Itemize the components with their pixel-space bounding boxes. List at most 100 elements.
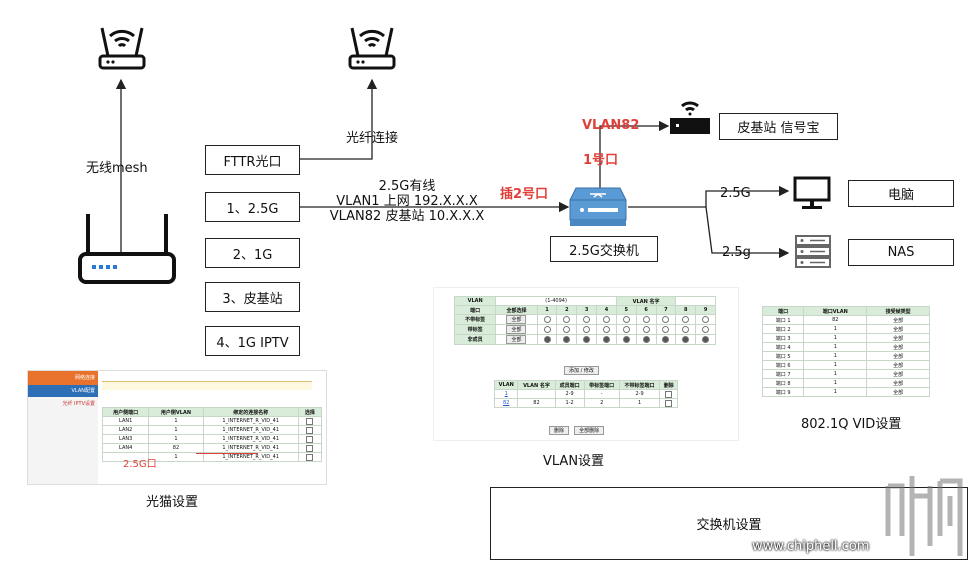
delete-checkbox[interactable] xyxy=(665,399,673,407)
cell: 1 xyxy=(148,434,204,444)
cell: 端口 9 xyxy=(762,387,805,397)
cell: 1 xyxy=(148,416,204,426)
port-number: 9 xyxy=(695,305,716,315)
vlan-link[interactable]: 82 xyxy=(493,398,519,408)
plug-port-label: 插2号口 xyxy=(500,187,549,202)
cell: 端口 4 xyxy=(762,342,805,352)
cell: 1-2 xyxy=(554,398,585,408)
onu-col-header: 用户侧端口 xyxy=(101,407,150,417)
radio[interactable] xyxy=(602,326,610,333)
port-number: 3 xyxy=(576,305,598,315)
select-checkbox[interactable] xyxy=(306,453,314,461)
radio[interactable] xyxy=(543,326,551,333)
row-label: 非成员 xyxy=(453,334,497,345)
select-all-button[interactable]: 全部 xyxy=(506,325,527,334)
radio[interactable] xyxy=(642,336,650,343)
onu-sidebar: 网络连接 VLAN配置 光纤 IPTV设置 xyxy=(28,371,98,484)
list-header: 删除 xyxy=(659,380,678,390)
cell: 端口 7 xyxy=(762,369,805,379)
radio[interactable] xyxy=(642,316,650,323)
radio[interactable] xyxy=(622,326,630,333)
delete-all-button[interactable]: 全部删除 xyxy=(574,426,605,435)
radio[interactable] xyxy=(563,326,571,333)
radio[interactable] xyxy=(602,336,610,343)
cell: LAN4 xyxy=(101,443,150,453)
port-box-2: 2、1G xyxy=(205,238,300,268)
cell: 1 xyxy=(148,425,204,435)
vid-header: 接受帧类型 xyxy=(866,306,930,316)
cell: 端口 8 xyxy=(762,378,805,388)
onu-sidebar-item: VLAN配置 xyxy=(28,385,98,397)
select-all-button[interactable]: 全部 xyxy=(506,315,527,324)
delete-button[interactable]: 删除 xyxy=(549,426,570,435)
vlan-settings-caption: VLAN设置 xyxy=(543,454,605,469)
cell: 1 xyxy=(803,369,868,379)
radio[interactable] xyxy=(702,326,710,333)
radio[interactable] xyxy=(682,336,690,343)
radio[interactable] xyxy=(682,326,690,333)
nas-link xyxy=(705,206,790,259)
onu-col-header: 选择 xyxy=(297,407,323,417)
cell: 1_INTERNET_R_VID_41 xyxy=(202,416,299,426)
radio[interactable] xyxy=(622,336,630,343)
cell: LAN3 xyxy=(101,434,150,444)
wireless-ap-icon xyxy=(348,27,396,70)
vlan-name-label: VLAN 名字 xyxy=(615,296,677,306)
computer-icon xyxy=(793,176,831,209)
radio[interactable] xyxy=(662,326,670,333)
port-number: 6 xyxy=(635,305,657,315)
radio[interactable] xyxy=(642,326,650,333)
select-all-button[interactable]: 全部 xyxy=(506,335,527,344)
radio[interactable] xyxy=(702,316,710,323)
radio[interactable] xyxy=(583,326,591,333)
port-number: 8 xyxy=(675,305,697,315)
femtocell-icon xyxy=(670,101,710,134)
radio[interactable] xyxy=(543,336,551,343)
onu-annotation: 2.5G口 xyxy=(123,459,157,470)
radio[interactable] xyxy=(543,316,551,323)
row-label: 带标签 xyxy=(453,324,497,335)
cell: 全部 xyxy=(866,324,930,334)
radio[interactable] xyxy=(662,316,670,323)
cell: 端口 5 xyxy=(762,351,805,361)
cell: 1_INTERNET_R_VID_41 xyxy=(202,434,299,444)
radio[interactable] xyxy=(602,316,610,323)
onu-col-header: 用户侧VLAN xyxy=(148,407,204,417)
select-checkbox[interactable] xyxy=(306,435,314,443)
cell: 端口 1 xyxy=(762,315,805,325)
list-header: 不带标签端口 xyxy=(618,380,661,390)
cell: 1 xyxy=(803,378,868,388)
radio[interactable] xyxy=(622,316,630,323)
cell: 1 xyxy=(803,333,868,343)
cell: 全部 xyxy=(866,333,930,343)
wireless-ap-icon xyxy=(98,27,146,70)
radio[interactable] xyxy=(662,336,670,343)
port-number: 7 xyxy=(655,305,677,315)
select-checkbox[interactable] xyxy=(306,426,314,434)
femtocell-link xyxy=(599,120,670,188)
radio[interactable] xyxy=(583,336,591,343)
nas-box: NAS xyxy=(848,239,954,266)
radio[interactable] xyxy=(563,316,571,323)
radio[interactable] xyxy=(682,316,690,323)
cell: LAN1 xyxy=(101,416,150,426)
logo-glyph-icon xyxy=(885,476,963,556)
all-select-label: 全部选择 xyxy=(495,305,538,315)
vlan82-label: VLAN82 xyxy=(582,118,640,133)
delete-checkbox[interactable] xyxy=(665,390,673,398)
add-modify-button[interactable]: 添加 / 修改 xyxy=(564,366,599,375)
onu-settings-caption: 光猫设置 xyxy=(146,495,199,510)
radio[interactable] xyxy=(583,316,591,323)
radio[interactable] xyxy=(702,336,710,343)
radio[interactable] xyxy=(563,336,571,343)
select-checkbox[interactable] xyxy=(306,444,314,452)
vlan-link[interactable]: 1 xyxy=(493,389,519,399)
select-checkbox[interactable] xyxy=(306,417,314,425)
mesh-label: 无线mesh xyxy=(86,161,148,176)
